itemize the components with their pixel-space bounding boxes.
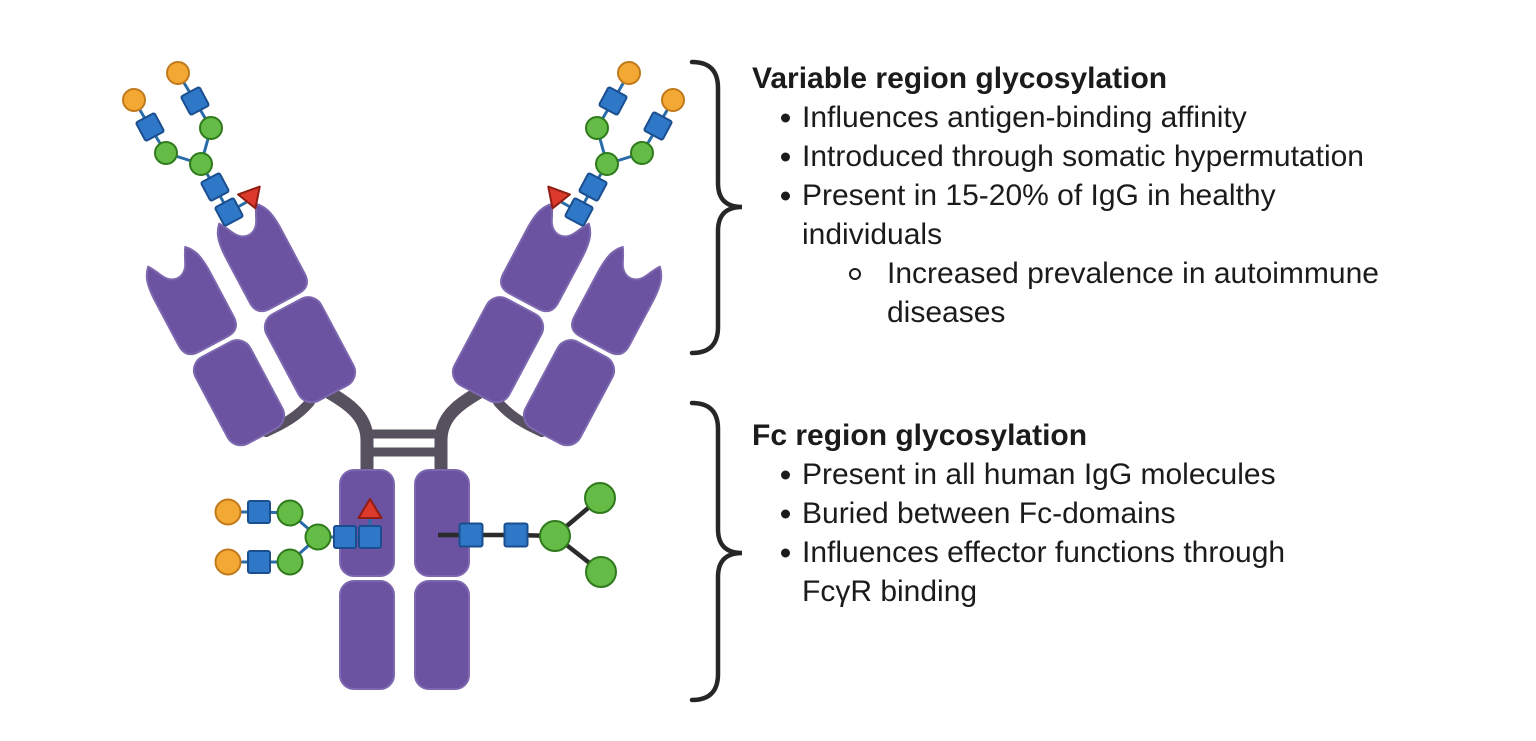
bullet-line: diseases <box>752 293 1492 332</box>
bullet-text: diseases <box>887 296 1006 329</box>
fc-ch2-domain-left <box>339 469 395 577</box>
bullet-text: individuals <box>802 218 943 251</box>
bullet-text: Buried between Fc-domains <box>802 497 1176 530</box>
heavy-chain-ch1-domain <box>451 296 545 404</box>
fc-region-heading: Fc region glycosylation <box>752 419 1088 452</box>
bullet-line: Influences antigen-binding affinity <box>752 98 1492 137</box>
bullet-line: FcγR binding <box>752 572 1492 611</box>
bullet-text: Influences effector functions through <box>802 536 1286 569</box>
bullet-text: FcγR binding <box>802 575 978 608</box>
mannose-node-icon <box>584 482 616 514</box>
heavy-chain-fab-left <box>216 202 357 404</box>
mannose-node-icon <box>630 141 654 165</box>
glcnac-node-icon <box>564 197 594 227</box>
glycan-layer <box>122 61 685 588</box>
glcnac-node-icon <box>214 197 244 227</box>
fab-left-glycan <box>122 61 261 227</box>
mannose-node-icon <box>595 152 619 176</box>
mannose-node-icon <box>585 556 617 588</box>
bullet-line: Influences effector functions through <box>752 533 1492 572</box>
fc-right-glycan <box>438 482 617 588</box>
light-chain-constant-domain <box>192 339 286 447</box>
brace-fc-region <box>689 400 743 703</box>
mannose-node-icon <box>304 523 332 551</box>
glcnac-node-icon <box>200 172 230 202</box>
fucose-node-icon <box>547 185 571 210</box>
hinge-left-strand <box>311 379 374 478</box>
variable-region-text-block: Variable region glycosylation Influences… <box>752 59 1492 332</box>
fab-arm-right <box>451 202 663 447</box>
fab-arm-left <box>145 202 357 447</box>
variable-region-heading: Variable region glycosylation <box>752 62 1168 95</box>
galactose-node-icon <box>214 548 242 576</box>
bullet-text: Present in all human IgG molecules <box>802 458 1276 491</box>
light-chain-right <box>522 245 663 447</box>
bullet-line: Increased prevalence in autoimmune <box>752 254 1492 293</box>
fab-right-glycan <box>547 61 685 227</box>
light-chain-left <box>145 245 286 447</box>
glcnac-node-icon <box>333 525 357 549</box>
brace-variable-region <box>689 59 743 356</box>
mannose-node-icon <box>199 116 223 140</box>
mannose-node-icon <box>154 141 178 165</box>
mannose-node-icon <box>276 499 304 527</box>
fucose-node-icon <box>237 185 261 210</box>
mannose-node-icon <box>189 152 213 176</box>
bullet-marker <box>781 113 790 122</box>
glcnac-node-icon <box>458 522 484 548</box>
bullet-line: individuals <box>752 215 1492 254</box>
fc-ch3-domain-left <box>339 580 395 690</box>
bullet-line: Introduced through somatic hypermutation <box>752 137 1492 176</box>
glcnac-node-icon <box>578 172 608 202</box>
bullet-line: Buried between Fc-domains <box>752 494 1492 533</box>
glcnac-node-icon <box>247 500 271 524</box>
bullet-marker <box>781 548 790 557</box>
fc-left-glycan <box>214 498 383 576</box>
mannose-node-icon <box>539 520 571 552</box>
galactose-node-icon <box>122 88 146 112</box>
light-chain-variable-domain <box>571 245 663 356</box>
glcnac-node-icon <box>598 86 628 116</box>
bullet-line: Present in all human IgG molecules <box>752 455 1492 494</box>
galactose-node-icon <box>166 61 190 85</box>
glcnac-node-icon <box>180 86 210 116</box>
fucose-node-icon <box>357 498 383 519</box>
galactose-node-icon <box>661 88 685 112</box>
light-chain-variable-domain <box>145 245 237 356</box>
bullet-text: Introduced through somatic hypermutation <box>802 140 1364 173</box>
hinge-right-strand <box>434 379 497 478</box>
bullet-marker <box>781 509 790 518</box>
light-chain-constant-domain <box>522 339 616 447</box>
galactose-node-icon <box>617 61 641 85</box>
glcnac-node-icon <box>135 112 165 142</box>
heavy-chain-ch1-domain <box>263 296 357 404</box>
glcnac-node-icon <box>358 525 382 549</box>
bullet-text: Present in 15-20% of IgG in healthy <box>802 179 1276 212</box>
bullet-marker <box>781 470 790 479</box>
bullet-text: Influences antigen-binding affinity <box>802 101 1247 134</box>
mannose-node-icon <box>276 548 304 576</box>
bullet-line: Present in 15-20% of IgG in healthy <box>752 176 1492 215</box>
fc-region-text-block: Fc region glycosylation Present in all h… <box>752 416 1492 611</box>
galactose-node-icon <box>214 498 242 526</box>
mannose-node-icon <box>585 116 609 140</box>
bullet-marker <box>781 152 790 161</box>
bullet-marker <box>781 191 790 200</box>
glcnac-node-icon <box>503 522 529 548</box>
fc-ch3-domain-right <box>414 580 470 690</box>
bullet-text: Increased prevalence in autoimmune <box>887 257 1379 290</box>
fc-region <box>339 469 470 690</box>
glcnac-node-icon <box>247 550 271 574</box>
heavy-chain-variable-domain <box>216 202 308 313</box>
sub-bullet-marker <box>849 267 861 280</box>
glcnac-node-icon <box>643 111 673 141</box>
